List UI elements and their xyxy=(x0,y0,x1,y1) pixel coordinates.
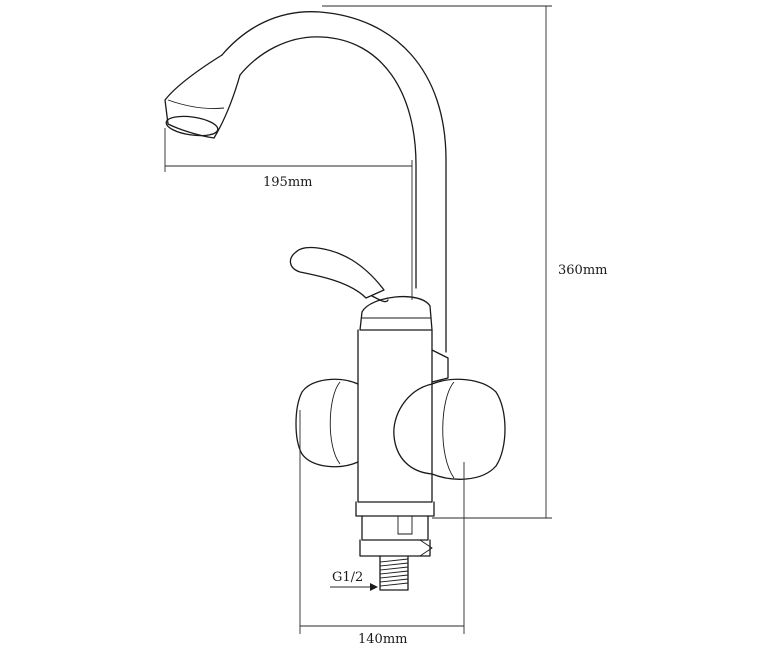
lever-handle xyxy=(289,246,389,303)
left-heater-ring xyxy=(329,381,341,465)
threaded-inlet xyxy=(379,555,409,591)
right-heater-cap xyxy=(431,378,506,480)
spout xyxy=(164,11,447,353)
lever-stem xyxy=(371,295,389,303)
inlet-pipe xyxy=(379,555,409,591)
lock-nut xyxy=(359,539,431,557)
lever-blade xyxy=(289,246,385,299)
dimension-spout-reach: 195mm xyxy=(164,128,413,300)
right-heater-ring xyxy=(442,381,455,479)
thread-line xyxy=(379,566,409,571)
thread-label: G1/2 xyxy=(332,570,363,585)
left-heater-cap xyxy=(295,378,359,468)
height-label: 360mm xyxy=(558,263,607,278)
spout-mount xyxy=(431,349,449,383)
aerator-outlet xyxy=(165,115,219,137)
lock-nut-wing xyxy=(419,539,433,557)
faucet-body xyxy=(295,329,506,557)
aerator-ring xyxy=(167,99,225,109)
inlet-threads xyxy=(379,558,409,587)
reach-label: 195mm xyxy=(263,175,312,190)
width-label: 140mm xyxy=(358,632,407,647)
thread-line xyxy=(379,562,409,567)
spout-outer-curve xyxy=(221,11,447,353)
thread-line xyxy=(379,570,409,575)
cap-outline xyxy=(359,295,433,331)
base-flange-detail xyxy=(397,516,413,535)
thread-callout: G1/2 xyxy=(330,570,378,591)
thread-line xyxy=(379,582,409,587)
base-flange xyxy=(361,515,429,541)
spout-inner-curve xyxy=(239,36,417,289)
thread-arrowhead xyxy=(370,583,378,591)
thread-line xyxy=(379,578,409,583)
dimension-body-width: 140mm xyxy=(299,410,465,647)
aerator-head xyxy=(164,54,241,139)
cartridge-cap xyxy=(359,295,433,331)
right-heater-front xyxy=(393,383,433,475)
thread-line xyxy=(379,574,409,579)
dimension-total-height: 360mm xyxy=(322,5,607,519)
thread-line xyxy=(379,558,409,563)
base-nut xyxy=(355,501,435,517)
body-outline xyxy=(357,329,433,503)
